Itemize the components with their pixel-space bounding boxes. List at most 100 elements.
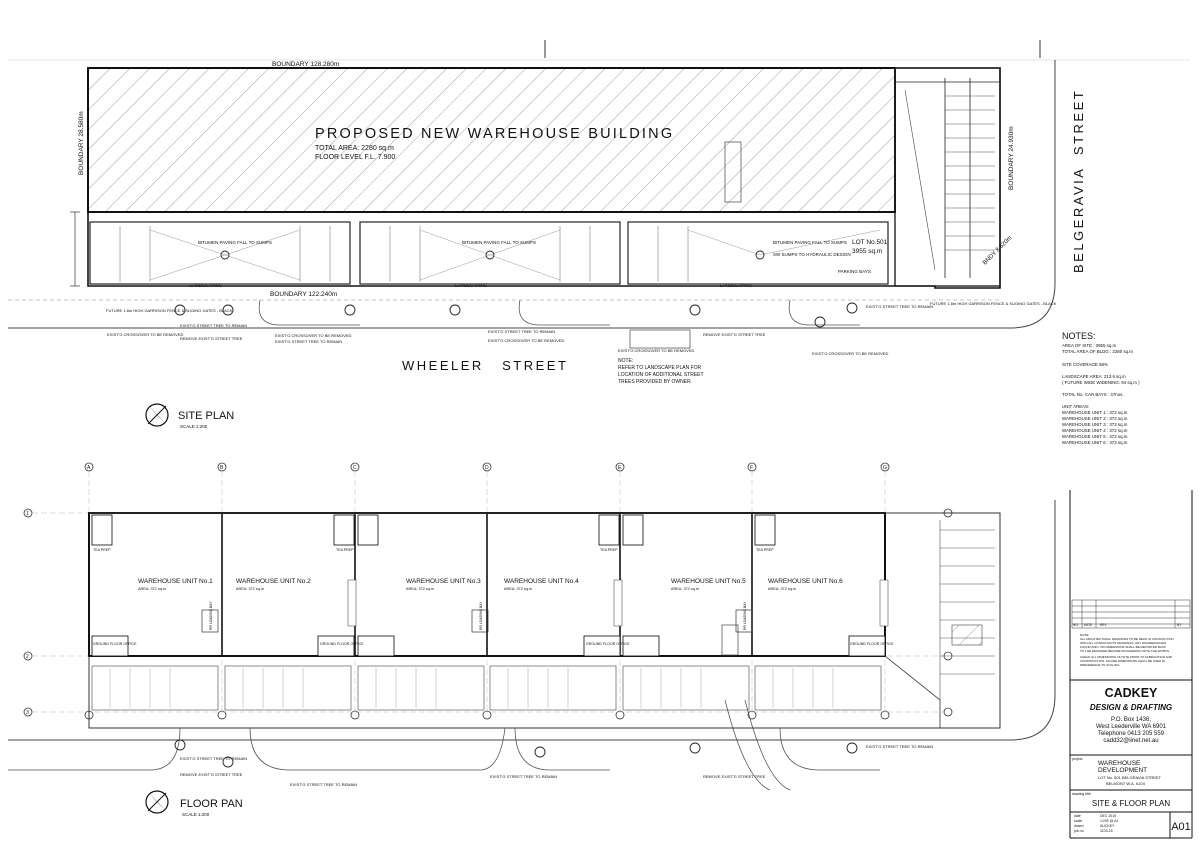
tree-remain-4: EXIST'G STREET TREE TO REMAIN [866,304,933,309]
boundary-right: BOUNDARY 24.930m [1008,126,1015,190]
notes-panel: NOTES: AREA OF SITE : 3955 sq.m TOTAL AR… [1062,331,1140,445]
site-plan-scale: SCALE 1:200 [180,424,208,429]
crossover-remove-4: EXIST'G CROSSOVER TO BE REMOVED [618,348,695,353]
drawing-title: SITE & FLOOR PLAN [1092,799,1170,808]
street-kerb [8,60,1056,329]
site-floor-level: FLOOR LEVEL F.L. 7.900 [315,154,395,161]
site-plan-label: SITE PLAN [178,410,234,422]
wet-areas [91,514,776,546]
crossover-remove-2: EXIST'G CROSSOVER TO BE REMOVED [275,333,352,338]
notes-line-1: AREA OF SITE : 3955 sq.m [1062,343,1117,348]
grid-col-e: E [618,465,622,471]
tree-remain-2: EXIST'G STREET TREE TO REMAIN [275,339,342,344]
grid-col-b: B [220,465,224,471]
notes-line-12: WAREHOUSE UNIT 1 : 372 sq.m [1062,410,1128,415]
project-label: project [1072,757,1083,761]
fence-right: FUTURE 1.8m HIGH GARRISON FENCE & SLIDIN… [930,301,1057,306]
drawing-title-label: drawing title [1072,792,1091,796]
company-phone: Telephone 0413 205 559 [1098,731,1165,737]
project-line-2: DEVELOPMENT [1098,767,1147,774]
stairs [347,579,889,627]
unit-5-area: AREA: 372 sq.m [671,587,699,591]
street-east: BELGERAVIA STREET [1071,89,1086,273]
street-trees [174,302,858,328]
notes-line-9: TOTAL No. CAR BAYS : 47nos. [1062,392,1124,397]
tea-prep-4: TEA PREP [756,548,774,552]
drawn-label: drawn [1074,824,1084,828]
notes-line-2: TOTAL AREA OF BLDG : 2280 sq.m [1062,349,1133,354]
disclaimer-2: WITH ALL CONSULTANTS DRAWINGS. ANY DISCR… [1080,641,1166,645]
grid-row-1: 1 [26,511,29,517]
floor-plan: A B C D E F G 1 2 3 [8,462,1056,817]
boundary-top: BOUNDARY 128.280m [272,61,339,68]
job-label: job no. [1073,829,1085,833]
grid-row-2: 2 [26,654,29,660]
floor-tree-remove-2: REMOVE EXIST'G STREET TREE [703,774,766,779]
boundary-corner: BNDY 8.620m [982,235,1013,266]
title-block: NO. DATE REV BY NOTE: ALL ARCHITECTURAL … [1069,490,1193,839]
north-arrow-floor [145,790,169,814]
site-note-label: NOTE: [618,358,633,364]
crossover-remove-1: EXIST'G CROSSOVER TO BE REMOVED [107,332,184,337]
grid-col-g: G [883,465,887,471]
site-note-line-2: LOCATION OF ADDITIONAL STREET [618,372,704,378]
site-plan: PROPOSED NEW WAREHOUSE BUILDING TOTAL AR… [8,40,1190,429]
project-line-1: WAREHOUSE [1098,760,1141,767]
floor-tree-remain-4: EXIST'G STREET TREE TO REMAIN [866,744,933,749]
scale-value: 1:200 @ A1 [1100,819,1118,823]
unit-6-area: AREA: 372 sq.m [768,587,796,591]
notes-line-4: SITE COVERAGE 58% [1062,362,1108,367]
loading-bays [201,609,753,633]
rev-header-by: BY [1177,623,1182,627]
rev-header-date: DATE [1084,623,1092,627]
office-label-4: GROUND FLOOR OFFICE [850,642,894,646]
notes-line-16: WAREHOUSE UNIT 5 : 372 sq.m [1062,434,1128,439]
roller-door-2: RR LOADING BAY [479,601,483,630]
unit-3-area: AREA: 372 sq.m [406,587,434,591]
grid-col-d: D [485,465,489,471]
floor-tree-remain-2: EXIST'G STREET TREE TO REMAIN [290,782,357,787]
tea-prep-3: TEA PREP [600,548,618,552]
company-address-2: West Leederville WA 6901 [1096,724,1167,730]
crossover-remove-3: EXIST'G CROSSOVER TO BE REMOVED [488,338,565,343]
north-arrow-site [145,403,169,427]
sump-note: SW SUMPS TO HYDRAULIC DESIGN [773,252,851,257]
unit-4-name: WAREHOUSE UNIT No.4 [504,578,579,585]
job-value: 1103-15 [1100,829,1113,833]
bitumen-note-1: BITUMEN PAVING FALL TO SUMPS [198,240,272,245]
boundary-bottom: BOUNDARY 122.240m [270,291,337,298]
unit-2-name: WAREHOUSE UNIT No.2 [236,578,311,585]
lot-area: 3955 sq.m [852,248,882,255]
street-south: WHEELER STREET [402,358,568,373]
tree-remain-1: EXIST'G STREET TREE TO REMAIN [180,323,247,328]
rev-header-no: NO. [1073,623,1079,627]
floor-tree-remain-1: EXIST'G STREET TREE TO REMAIN [180,756,247,761]
grid-col-c: C [353,465,357,471]
tree-remove-1: REMOVE EXIST'G STREET TREE [180,336,243,341]
roller-door-3: RR LOADING BAY [743,601,747,630]
landscaping-1: LANDSCAPING [190,283,223,288]
east-carpark [894,67,1001,287]
date-value: DEC 2015 [1100,814,1116,818]
notes-line-6: LANDSCAPE AREA: 213.6 sq.m [1062,374,1126,379]
tea-prep-1: TEA PREP [93,548,111,552]
scale-label: scale [1074,819,1082,823]
project-address-1: LOT No. 501 BELGRAVIA STREET [1098,775,1162,780]
notes-heading: NOTES: [1062,331,1096,341]
office-label-3: GROUND FLOOR OFFICE [586,642,630,646]
floor-tree-remain-3: EXIST'G STREET TREE TO REMAIN [490,774,557,779]
site-title: PROPOSED NEW WAREHOUSE BUILDING [315,126,674,142]
unit-3-name: WAREHOUSE UNIT No.3 [406,578,481,585]
grid-col-a: A [87,465,91,471]
office-blocks [91,635,886,657]
landscaping-3: LANDSCAPING [720,283,753,288]
disclaimer-4: TO THE DESIGNER BEFORE PROCEEDING WITH T… [1080,649,1170,653]
office-label-1: GROUND FLOOR OFFICE [93,642,137,646]
grid-row-bubbles [23,508,953,717]
bitumen-note-3: BITUMEN PAVING FALL TO SUMPS [773,240,847,245]
unit-4-area: AREA: 372 sq.m [504,587,532,591]
disclaimer-7: PREFERENCE TO SCALING. [1080,663,1120,667]
unit-6-name: WAREHOUSE UNIT No.6 [768,578,843,585]
crossover-remove-5: EXIST'G CROSSOVER TO BE REMOVED [812,351,889,356]
